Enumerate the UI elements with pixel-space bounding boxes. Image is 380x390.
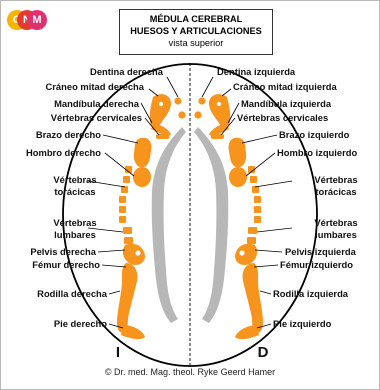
label-hombro-izquierdo: Hombro izquierdo (277, 147, 357, 158)
femur-left (243, 263, 263, 333)
label-femur-izquierdo: Fémur izquierdo (280, 259, 353, 270)
label-toracicas-derecha-2: torácicas (54, 186, 95, 197)
label-brazo-izquierdo: Brazo izquierdo (279, 129, 350, 140)
label-cervicales-izquierda: Vértebras cervicales (237, 112, 328, 123)
cervicales-right (156, 134, 169, 139)
craneo-right (150, 94, 171, 128)
brazo-left (229, 138, 247, 168)
label-toracicas-izquierda-1: Vértebras (314, 174, 357, 185)
dentina-right-2 (178, 111, 185, 118)
pie-right (121, 325, 145, 339)
label-femur-derecho: Fémur derecho (32, 259, 100, 270)
label-toracicas-derecha-1: Vértebras (53, 174, 96, 185)
label-cervicales-derecha: Vértebras cervicales (51, 112, 142, 123)
label-lumbares-derecha-2: lumbares (54, 229, 96, 240)
pelvis-left (235, 244, 257, 265)
label-pie-derecho: Pie derecho (54, 318, 107, 329)
spinal-cord-diagram: Dentina derecha Cráneo mitad derecha Man… (1, 1, 379, 367)
hombro-left (229, 167, 247, 187)
pie-left (235, 325, 259, 339)
label-mandibula-izquierda: Mandíbula izquierda (241, 98, 332, 109)
label-mandibula-derecha: Mandíbula derecha (54, 98, 140, 109)
label-toracicas-izquierda-2: torácicas (315, 186, 356, 197)
label-craneo-izquierda: Cráneo mitad izquierda (233, 81, 337, 92)
label-lumbares-izquierda-1: Vértebras (314, 217, 357, 228)
label-hombro-derecho: Hombro derecho (26, 147, 101, 158)
hombro-right (133, 167, 151, 187)
label-brazo-derecho: Brazo derecho (36, 129, 101, 140)
left-spinal-channel (194, 127, 228, 323)
label-lumbares-izquierda-2: lumbares (315, 229, 357, 240)
dentina-right-1 (174, 97, 181, 104)
brazo-right (134, 138, 152, 168)
label-dentina-derecha: Dentina derecha (90, 66, 164, 77)
copyright-text: © Dr. med. Mag. theol. Ryke Geerd Hamer (1, 367, 379, 377)
left-bones (194, 94, 263, 339)
side-letter-right: D (258, 344, 269, 361)
craneo-left (209, 94, 230, 128)
label-pelvis-izquierda: Pelvis izquierda (285, 246, 357, 257)
right-spinal-channel (152, 127, 186, 323)
right-bones (117, 94, 186, 339)
femur-right (117, 263, 137, 333)
label-pie-izquierdo: Pie izquierdo (273, 318, 332, 329)
label-lumbares-derecha-1: Vértebras (53, 217, 96, 228)
label-dentina-izquierda: Dentina izquierda (217, 66, 296, 77)
label-rodilla-izquierda: Rodilla izquierda (273, 288, 349, 299)
label-craneo-derecha: Cráneo mitad derecha (46, 81, 145, 92)
label-pelvis-derecha: Pelvis derecha (30, 246, 96, 257)
label-rodilla-derecha: Rodilla derecha (37, 288, 108, 299)
side-letter-left: I (116, 344, 120, 361)
pelvis-right (123, 244, 145, 265)
